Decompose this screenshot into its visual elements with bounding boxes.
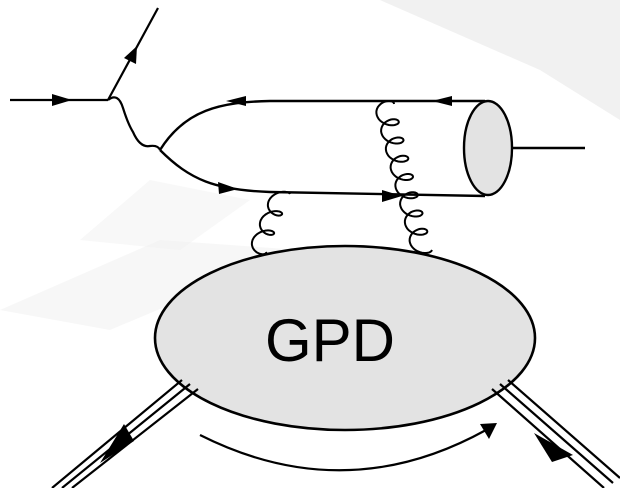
virtual-photon-line	[107, 96, 162, 151]
arrow-up-right-icon	[100, 424, 134, 463]
gluon-right	[375, 100, 433, 254]
background-shading	[380, 0, 620, 120]
lower-quark-line	[159, 149, 486, 198]
upper-quark-line	[158, 99, 485, 151]
quark-lines	[158, 99, 486, 198]
gpd-label: GPD	[264, 306, 396, 374]
outgoing-lepton-line	[107, 7, 159, 101]
incoming-lepton-line	[10, 94, 108, 106]
meson-cylinder	[462, 99, 585, 197]
arrow-up-icon	[124, 46, 137, 64]
arrow-down-right-icon	[534, 433, 573, 462]
gpd-blob	[153, 244, 537, 432]
arrow-right-icon	[382, 190, 402, 202]
arrow-right-icon	[52, 94, 72, 106]
gluon-left	[250, 190, 291, 256]
momentum-arc	[199, 429, 487, 472]
arrow-right-icon	[218, 182, 238, 194]
arrow-left-icon	[226, 96, 246, 106]
arrow-icon	[480, 423, 497, 439]
arrow-left-icon	[432, 96, 452, 106]
outgoing-proton-lines	[491, 379, 620, 488]
